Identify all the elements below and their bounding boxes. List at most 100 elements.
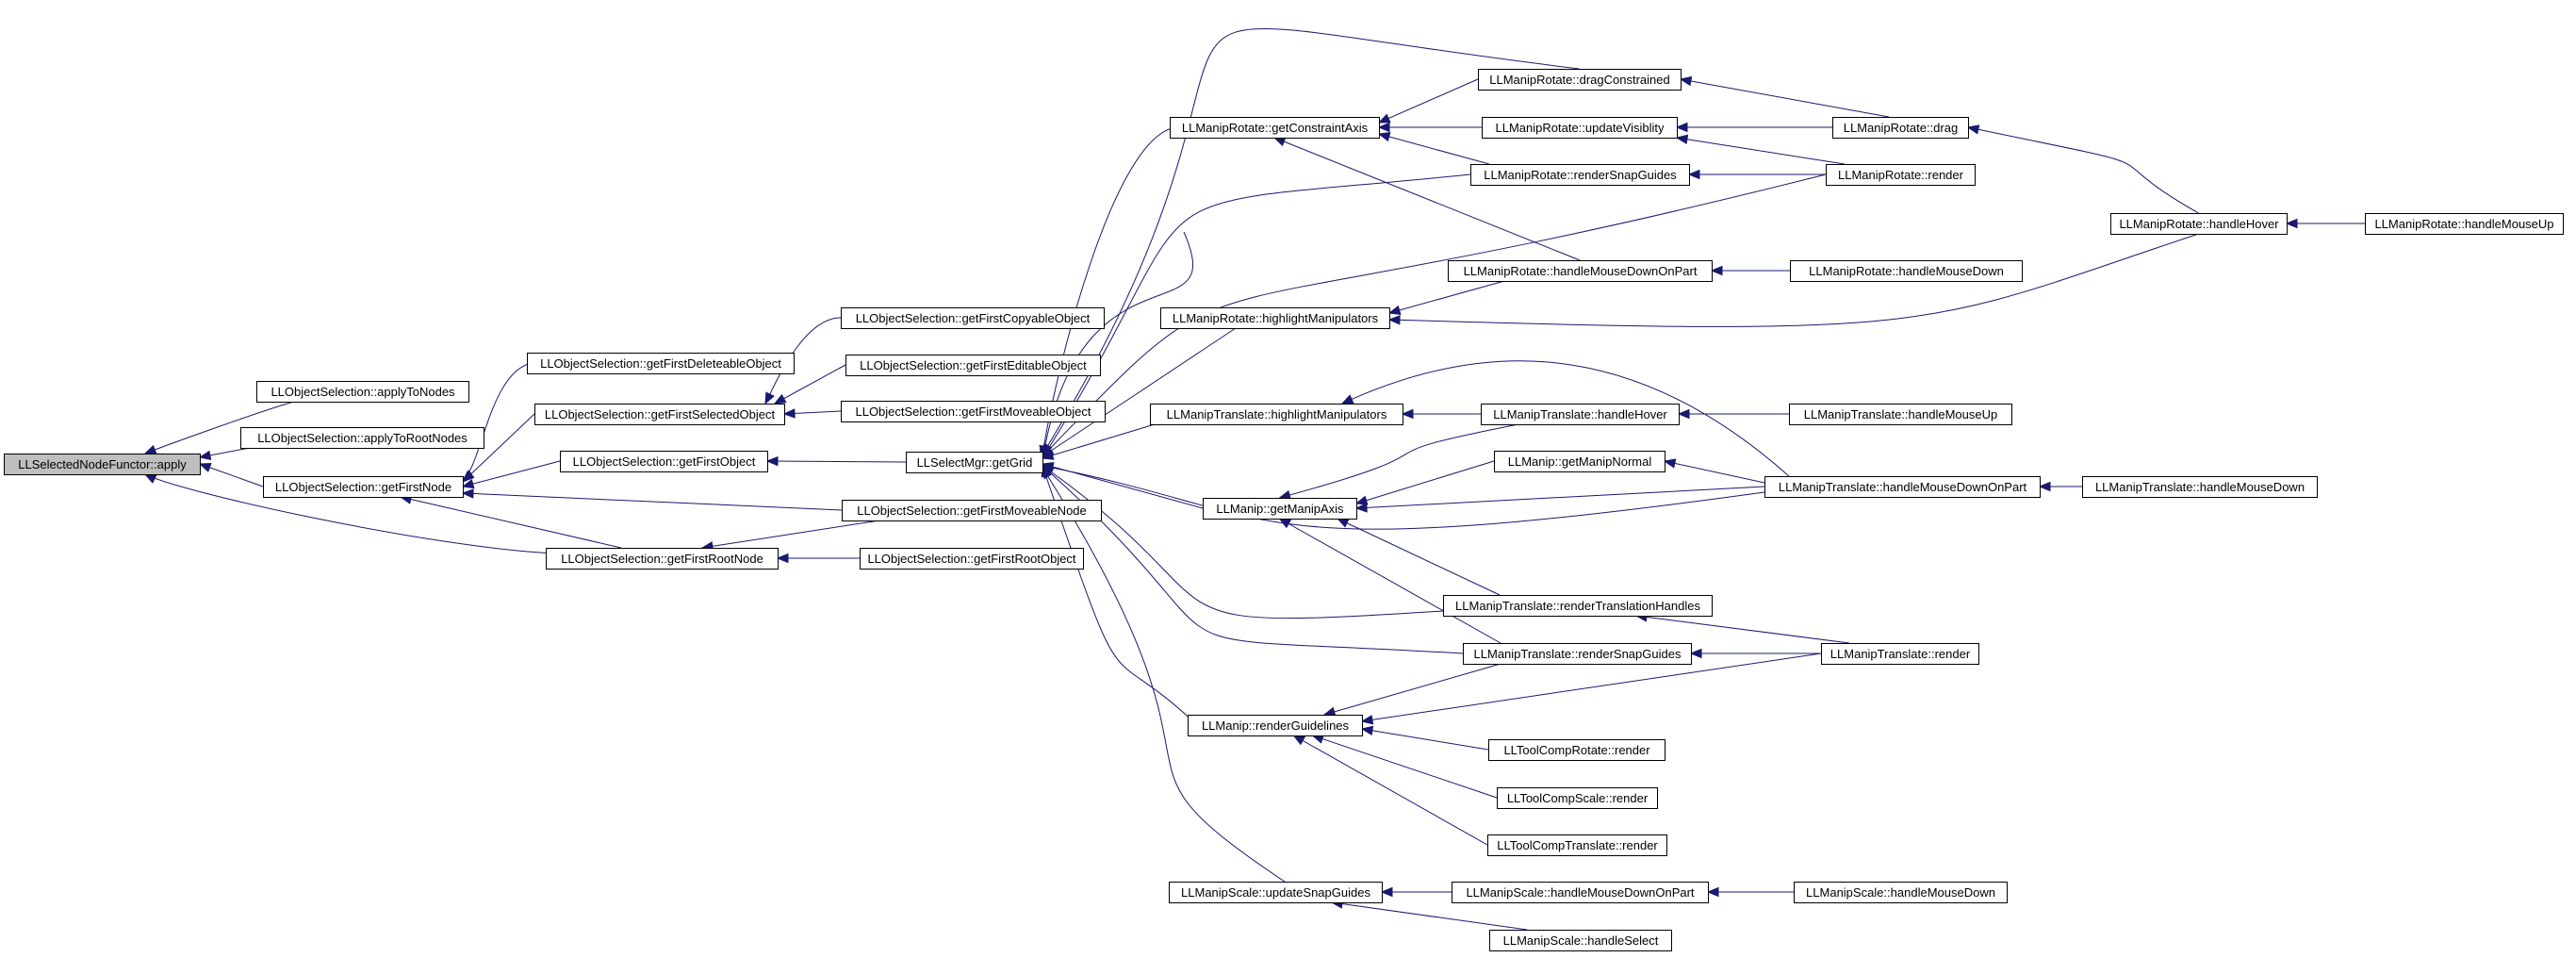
graph-node[interactable]: LLManipScale::updateSnapGuides: [1169, 882, 1383, 903]
graph-node[interactable]: LLManip::getManipAxis: [1203, 498, 1357, 520]
graph-node[interactable]: LLManipTranslate::renderSnapGuides: [1463, 643, 1692, 665]
node-box[interactable]: [1443, 595, 1713, 617]
node-box[interactable]: [546, 548, 779, 570]
node-box[interactable]: [2110, 213, 2288, 235]
graph-node[interactable]: LLObjectSelection::applyToNodes: [256, 381, 469, 403]
node-box[interactable]: [841, 401, 1106, 422]
graph-node[interactable]: LLObjectSelection::getFirstNode: [263, 476, 464, 498]
graph-node[interactable]: LLManipTranslate::highlightManipulators: [1150, 404, 1403, 425]
node-box[interactable]: [560, 451, 768, 472]
edge-arrowhead: [1377, 122, 1390, 133]
graph-node[interactable]: LLObjectSelection::getFirstMoveableNode: [842, 500, 1102, 521]
graph-node[interactable]: LLManipRotate::dragConstrained: [1478, 69, 1682, 91]
node-box[interactable]: [1188, 715, 1363, 736]
graph-node[interactable]: LLManipScale::handleMouseDownOnPart: [1452, 882, 1709, 903]
edge-arrowhead: [1387, 305, 1402, 315]
node-label: LLToolCompRotate::render: [1503, 743, 1650, 757]
graph-node[interactable]: LLManipTranslate::handleMouseDownOnPart: [1764, 476, 2041, 498]
graph-node[interactable]: LLManipTranslate::handleHover: [1481, 404, 1680, 425]
graph-node[interactable]: LLManip::renderGuidelines: [1188, 715, 1363, 736]
node-box[interactable]: [1821, 643, 1979, 665]
node-box[interactable]: [842, 500, 1102, 521]
graph-node[interactable]: LLObjectSelection::getFirstMoveableObjec…: [841, 401, 1106, 422]
graph-node[interactable]: LLManipRotate::handleHover: [2110, 213, 2288, 235]
graph-node[interactable]: LLManipTranslate::render: [1821, 643, 1979, 665]
graph-node[interactable]: LLObjectSelection::getFirstEditableObjec…: [845, 355, 1101, 376]
node-box[interactable]: [906, 452, 1043, 473]
node-box[interactable]: [1494, 451, 1665, 472]
graph-node[interactable]: LLManipRotate::handleMouseUp: [2365, 213, 2564, 235]
graph-node[interactable]: LLManip::getManipNormal: [1494, 451, 1665, 472]
node-box[interactable]: [1489, 930, 1672, 951]
graph-node[interactable]: LLToolCompScale::render: [1497, 787, 1658, 809]
graph-node[interactable]: LLManipTranslate::handleMouseDown: [2082, 476, 2318, 498]
node-box[interactable]: [1170, 117, 1380, 139]
graph-node[interactable]: LLManipRotate::handleMouseDown: [1790, 260, 2023, 282]
node-box[interactable]: [1832, 117, 1969, 139]
graph-node[interactable]: LLToolCompRotate::render: [1488, 739, 1665, 761]
node-box[interactable]: [1478, 69, 1682, 91]
node-box[interactable]: [1497, 787, 1658, 809]
node-box[interactable]: [1487, 834, 1667, 856]
node-box[interactable]: [1463, 643, 1692, 665]
graph-node[interactable]: LLObjectSelection::getFirstRootObject: [860, 548, 1084, 570]
graph-node[interactable]: LLObjectSelection::getFirstObject: [560, 451, 768, 472]
edge-arrowhead: [1677, 408, 1690, 420]
graph-node[interactable]: LLSelectedNodeFunctor::apply: [4, 454, 201, 475]
node-box[interactable]: [240, 427, 484, 449]
node-box[interactable]: [534, 404, 785, 425]
node-box[interactable]: [263, 476, 464, 498]
node-box[interactable]: [1482, 117, 1678, 139]
node-box[interactable]: [2082, 476, 2318, 498]
graph-node[interactable]: LLManipRotate::getConstraintAxis: [1170, 117, 1380, 139]
node-label: LLManipScale::handleMouseDown: [1806, 885, 1995, 900]
graph-node[interactable]: LLObjectSelection::getFirstSelectedObjec…: [534, 404, 785, 425]
graph-node[interactable]: LLManipRotate::handleMouseDownOnPart: [1448, 260, 1713, 282]
node-box[interactable]: [1203, 498, 1357, 520]
node-box[interactable]: [1150, 404, 1403, 425]
node-box[interactable]: [4, 454, 201, 475]
graph-node[interactable]: LLManipRotate::drag: [1832, 117, 1969, 139]
edge-arrowhead: [198, 462, 212, 472]
node-box[interactable]: [1789, 404, 2012, 425]
graph-node[interactable]: LLManipTranslate::handleMouseUp: [1789, 404, 2012, 425]
edge-arrowhead: [1663, 458, 1677, 469]
call-edge-23: [1042, 231, 1194, 461]
node-box[interactable]: [1169, 882, 1383, 903]
graph-node[interactable]: LLManipTranslate::renderTranslationHandl…: [1443, 595, 1713, 617]
node-box[interactable]: [1790, 260, 2023, 282]
graph-node[interactable]: LLManipScale::handleSelect: [1489, 930, 1672, 951]
node-box[interactable]: [1826, 164, 1976, 186]
node-box[interactable]: [256, 381, 469, 403]
node-box[interactable]: [1160, 307, 1390, 329]
node-box[interactable]: [1488, 739, 1665, 761]
graph-node[interactable]: LLManipRotate::renderSnapGuides: [1470, 164, 1690, 186]
node-box[interactable]: [860, 548, 1084, 570]
node-box[interactable]: [1470, 164, 1690, 186]
graph-node[interactable]: LLObjectSelection::getFirstCopyableObjec…: [841, 307, 1105, 329]
node-box[interactable]: [2365, 213, 2564, 235]
node-label: LLToolCompTranslate::render: [1497, 838, 1658, 852]
node-box[interactable]: [527, 353, 795, 374]
graph-node[interactable]: LLManipScale::handleMouseDown: [1794, 882, 2008, 903]
node-box[interactable]: [1794, 882, 2008, 903]
node-label: LLManipRotate::updateVisiblity: [1496, 121, 1665, 135]
node-box[interactable]: [845, 355, 1101, 376]
graph-node[interactable]: LLToolCompTranslate::render: [1487, 834, 1667, 856]
graph-node[interactable]: LLSelectMgr::getGrid: [906, 452, 1043, 473]
edge-arrowhead: [1679, 75, 1693, 87]
graph-node[interactable]: LLObjectSelection::getFirstRootNode: [546, 548, 779, 570]
graph-node[interactable]: LLObjectSelection::getFirstDeleteableObj…: [527, 353, 795, 374]
node-box[interactable]: [1448, 260, 1713, 282]
edge-arrowhead: [2038, 481, 2051, 492]
graph-node[interactable]: LLManipRotate::updateVisiblity: [1482, 117, 1678, 139]
graph-node[interactable]: LLManipRotate::render: [1826, 164, 1976, 186]
node-box[interactable]: [1481, 404, 1680, 425]
node-box[interactable]: [1764, 476, 2041, 498]
node-box[interactable]: [1452, 882, 1709, 903]
edge-arrowhead: [1377, 113, 1391, 124]
node-box[interactable]: [841, 307, 1105, 329]
edge-arrowhead: [1292, 735, 1306, 746]
graph-node[interactable]: LLObjectSelection::applyToRootNodes: [240, 427, 484, 449]
graph-node[interactable]: LLManipRotate::highlightManipulators: [1160, 307, 1390, 329]
